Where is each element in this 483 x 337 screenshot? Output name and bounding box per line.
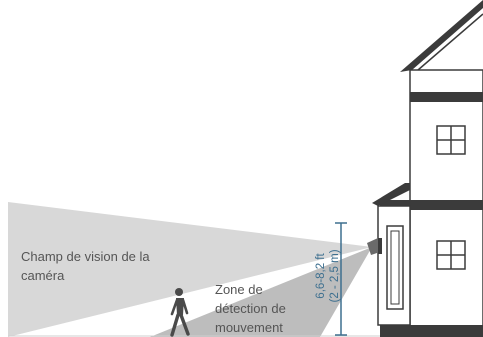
mount-height-bracket	[335, 222, 347, 336]
house-silhouette-icon	[372, 0, 483, 337]
mount-height-meters: (2 - 2,5 m)	[329, 249, 341, 302]
mount-height-feet: 6,6-8,2 ft	[315, 253, 327, 299]
detection-zone-label-line2: détection de	[215, 301, 286, 316]
field-of-view-cone	[8, 202, 372, 337]
detection-zone-label-line1: Zone de	[215, 282, 263, 297]
walking-person-icon	[170, 288, 190, 337]
field-of-view-label-line2: caméra	[21, 268, 65, 283]
security-camera-icon	[367, 238, 382, 255]
field-of-view-label-line1: Champ de vision de la	[21, 249, 150, 264]
detection-zone-cone	[150, 247, 372, 337]
detection-zone-label-line3: mouvement	[215, 320, 283, 335]
